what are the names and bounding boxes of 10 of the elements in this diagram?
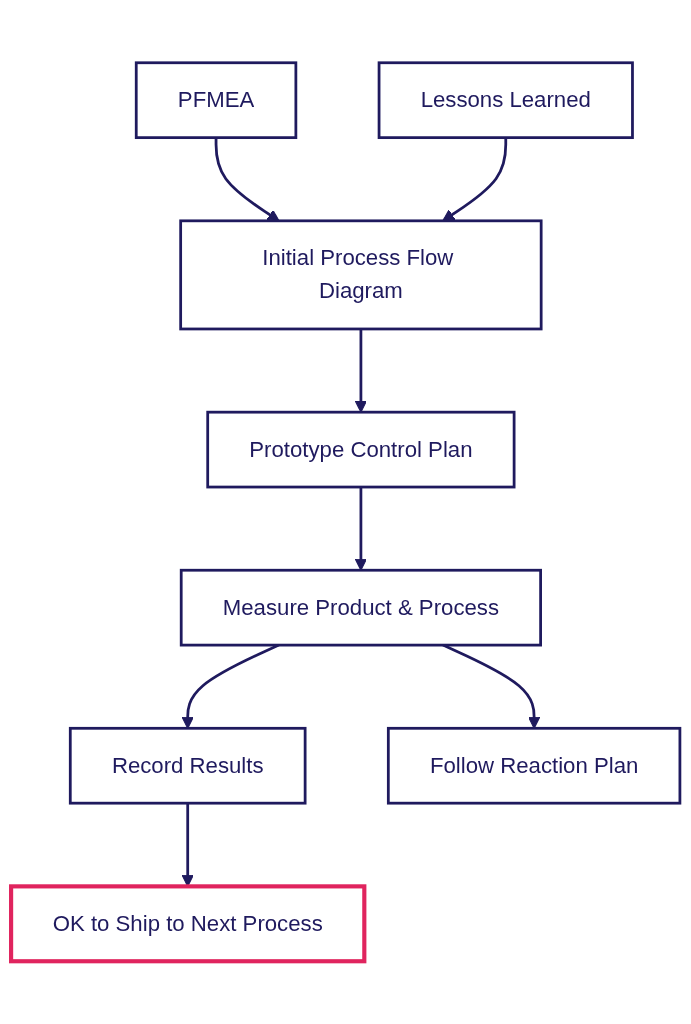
node-box: PFMEA <box>134 61 298 139</box>
node-box: Follow Reaction Plan <box>386 726 682 805</box>
node-box: Record Results <box>68 726 307 805</box>
arrow <box>354 329 367 413</box>
node-box: Prototype Control Plan <box>206 410 516 489</box>
node-box: OK to Ship to Next Process <box>9 884 367 964</box>
node-box: Lessons Learned <box>377 61 634 139</box>
node-box: Initial Process Flow Diagram <box>179 219 543 331</box>
node-box: Measure Product & Process <box>179 568 542 647</box>
arrow <box>354 487 367 571</box>
